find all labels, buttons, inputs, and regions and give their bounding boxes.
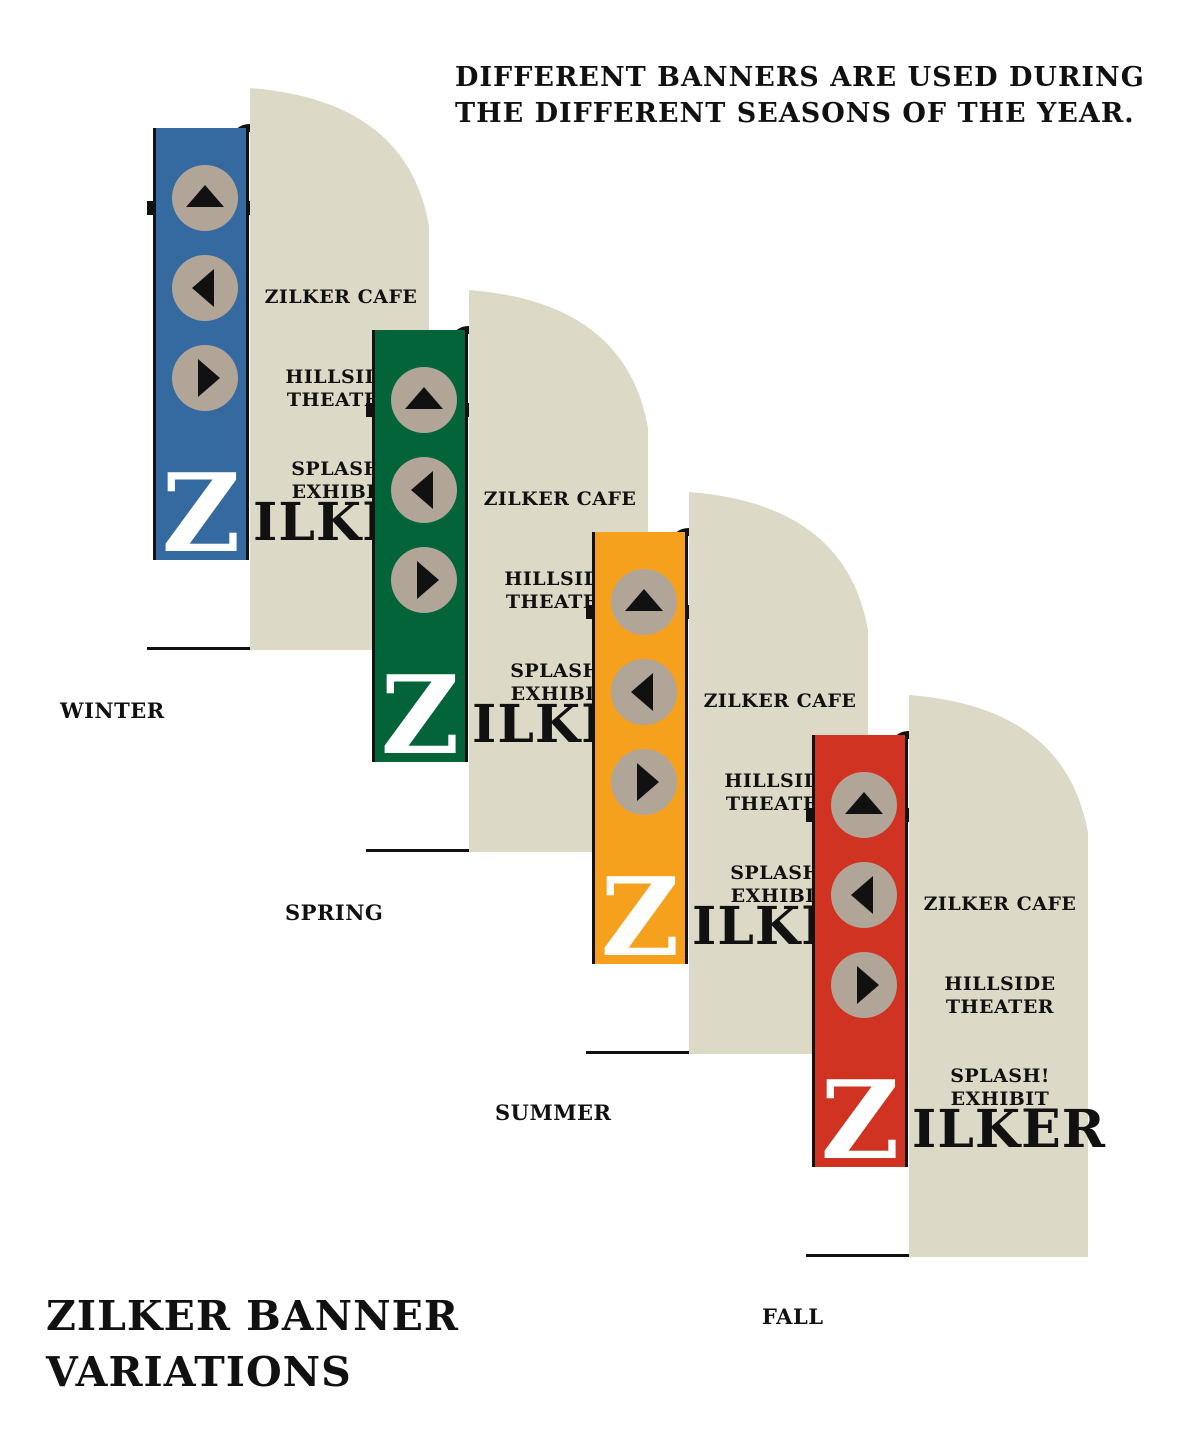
arrow-up-icon [186,185,224,207]
left-button [831,862,897,928]
arrow-left-icon [192,269,214,307]
arrow-right-icon [637,763,659,801]
destination-splash: SPLASH!EXHIBIT [510,660,610,705]
destination-cafe: ZILKER CAFE [483,488,637,510]
arrow-right-icon [857,966,879,1004]
left-button [391,457,457,523]
destination-splash: SPLASH!EXHIBIT [730,862,830,907]
season-label-spring: SPRING [285,900,384,925]
arrow-left-icon [411,471,433,509]
banner: Z [372,330,468,762]
banner-bottom-bar [806,1254,909,1257]
brand-initial: Z [600,855,680,964]
banner-bottom-bar [586,1051,689,1054]
heading: DIFFERENT BANNERS ARE USED DURING THE DI… [455,60,1175,132]
right-button [611,749,677,815]
brand-initial: Z [820,1058,900,1167]
title-line-1: ZILKER BANNER [46,1292,459,1340]
heading-line-2: THE DIFFERENT SEASONS OF THE YEAR. [455,98,1135,129]
page-title: ZILKER BANNER VARIATIONS [46,1288,459,1400]
right-button [391,547,457,613]
brand-wordmark: ILKER [912,1099,1106,1160]
up-button [391,367,457,433]
banner-bottom-bar [366,849,469,852]
destination-splash: SPLASH!EXHIBIT [950,1065,1050,1110]
season-label-fall: FALL [762,1304,824,1329]
banner-bottom-bar [147,647,250,650]
banner: Z [592,532,688,964]
up-button [611,569,677,635]
left-button [611,659,677,725]
arrow-left-icon [851,876,873,914]
destination-cafe: ZILKER CAFE [264,286,418,308]
right-button [831,952,897,1018]
arrow-up-icon [625,589,663,611]
season-label-winter: WINTER [60,698,165,723]
up-button [831,772,897,838]
banner: Z [812,735,908,1167]
brand-initial: Z [161,451,241,560]
destination-cafe: ZILKER CAFE [923,893,1077,915]
sign-panel-shape [909,695,1088,1257]
brand-initial: Z [380,653,460,762]
title-line-2: VARIATIONS [46,1348,352,1396]
up-button [172,165,238,231]
right-button [172,345,238,411]
arrow-right-icon [198,359,220,397]
heading-line-1: DIFFERENT BANNERS ARE USED DURING [455,62,1145,93]
arrow-up-icon [845,792,883,814]
season-label-summer: SUMMER [495,1100,612,1125]
arrow-left-icon [631,673,653,711]
arrow-up-icon [405,387,443,409]
banner: Z [153,128,249,560]
destination-cafe: ZILKER CAFE [703,690,857,712]
destination-splash: SPLASH!EXHIBIT [291,458,391,503]
left-button [172,255,238,321]
arrow-right-icon [417,561,439,599]
